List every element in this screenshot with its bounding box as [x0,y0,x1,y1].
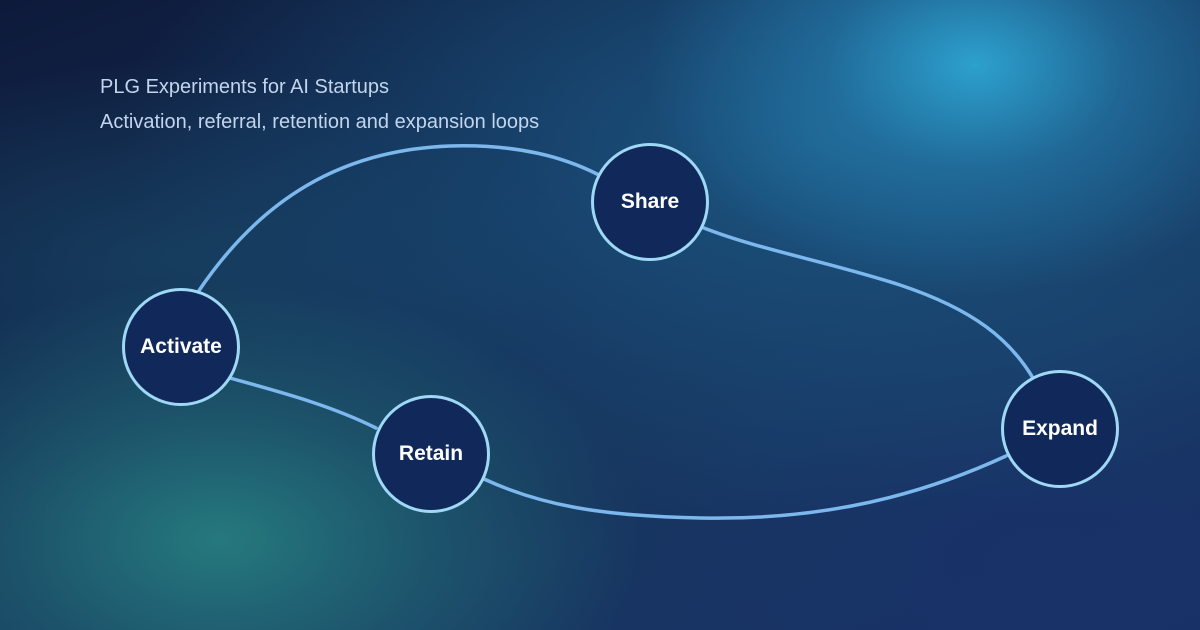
page-subtitle: Activation, referral, retention and expa… [100,111,540,133]
node-share[interactable]: Share [591,143,709,261]
node-label: Share [620,190,680,213]
node-label: Expand [1022,417,1098,440]
node-retain[interactable]: Retain [372,395,490,513]
edge-share-expand [702,226,1035,380]
edge-activate-share [196,144,599,294]
edge-retain-activate [228,376,378,430]
node-activate[interactable]: Activate [122,288,240,406]
node-label: Activate [140,335,222,358]
node-expand[interactable]: Expand [1001,370,1119,488]
page-title: PLG Experiments for AI Startups [100,76,390,98]
edge-expand-retain [482,454,1008,520]
node-label: Retain [398,442,464,465]
